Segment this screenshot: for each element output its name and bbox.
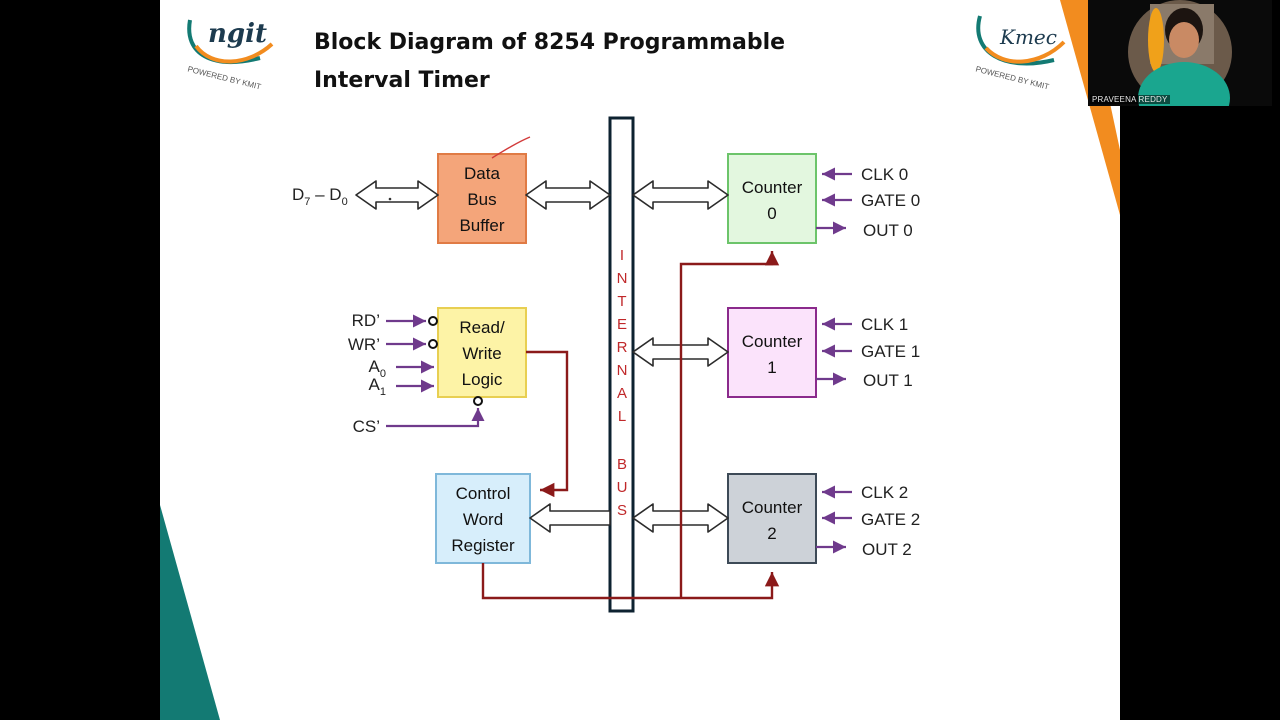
presenter-video [1128,0,1232,106]
counter-1-line-1: Counter [742,332,803,351]
cs-inversion-bubble [473,396,483,406]
control-word-register-line-2: Word [463,510,503,529]
clk1-label: CLK 1 [861,315,908,334]
data-lines-sub-high: 7 [304,196,310,208]
out2-label: OUT 2 [862,540,912,559]
internal-bus-letter: E [617,316,627,333]
bus-to-counter-0-arrow [632,180,729,210]
counter-2-line-1: Counter [742,498,803,517]
data-lines-sub-low: 0 [342,196,348,208]
data-bus-buffer-line-2: Bus [467,190,496,209]
control-word-feedback-line [481,563,780,600]
counter-0-line-1: Counter [742,178,803,197]
counter-2-label: Counter 2 [742,498,803,543]
kmec-logo: Kmec POWERED BY KMIT [975,15,1066,92]
gate1-label: GATE 1 [861,342,920,361]
data-lines-main: D [292,185,304,204]
internal-bus-letter: S [617,502,627,519]
wr-label: WR’ [348,335,380,354]
read-write-logic-line-1: Read/ [459,318,505,337]
counter-2-line-2: 2 [767,524,776,543]
data-bus-buffer-line-3: Buffer [459,216,504,235]
a0-main: A [369,357,381,376]
control-word-register-block [435,473,531,564]
a1-label: A1 [369,375,386,398]
speaker-name: PRAVEENA REDDY [1090,95,1170,104]
logo-swoosh-orange [984,40,1066,64]
logo-right-name: Kmec [999,25,1057,49]
internal-bus-letter: N [617,362,628,379]
read-write-logic-line-3: Logic [462,370,503,389]
control-word-register-line-3: Register [451,536,515,555]
counter-1-line-2: 1 [767,358,776,377]
data-lines-separator: – D [310,185,341,204]
internal-bus-letter: B [617,456,627,473]
internal-bus-letter: U [617,479,628,496]
internal-bus [608,116,635,613]
webcam-tile[interactable]: PRAVEENA REDDY [1088,0,1272,106]
ngit-logo: ngit POWERED BY KMIT [187,19,274,92]
pen-dot [388,197,392,201]
internal-bus-letter: R [617,339,628,356]
internal-bus-letter: T [617,293,626,310]
out0-label: OUT 0 [863,221,913,240]
data-bus-buffer-block [437,153,527,244]
control-word-register-label: Control Word Register [451,484,515,555]
out1-label: OUT 1 [863,371,913,390]
data-lines-label: D7 – D0 [292,185,348,208]
a0-label: A0 [369,357,386,380]
counter-2-block [727,473,817,564]
counter-1-label: Counter 1 [742,332,803,377]
teal-corner-decoration [160,505,220,720]
counter-0-block [727,153,817,244]
cs-arrow [386,408,485,428]
a1-sub: 1 [380,386,386,398]
control-word-register-line-1: Control [456,484,511,503]
counter-0-line-2: 0 [767,204,776,223]
internal-bus-letter: I [620,247,624,264]
internal-bus-letter: A [617,385,627,402]
a0-sub: 0 [380,368,386,380]
orange-edge-decoration [1060,0,1120,215]
bus-to-control-word-arrow [529,503,611,533]
pen-annotation [491,136,531,159]
rw-to-control-word-line [526,350,569,498]
gate2-label: GATE 2 [861,510,920,529]
rd-inversion-bubble [428,316,438,326]
clk0-label: CLK 0 [861,165,908,184]
a1-main: A [369,375,381,394]
cs-label: CS’ [353,417,380,436]
data-bus-buffer-line-1: Data [464,164,500,183]
gate0-label: GATE 0 [861,191,920,210]
counter-0-control-line [679,250,780,598]
wr-inversion-bubble [428,339,438,349]
logo-swoosh-orange [194,42,274,64]
slide: ngit POWERED BY KMIT Block Diagram of 82… [160,0,1120,720]
page-title: Block Diagram of 8254 Programmable Inter… [314,30,786,93]
counter-1-block [727,307,817,398]
internal-bus-letter: L [618,408,626,425]
clk2-label: CLK 2 [861,483,908,502]
data-input-bus-arrow [355,180,439,210]
read-write-logic-line-2: Write [462,344,501,363]
internal-bus-letter: N [617,270,628,287]
garland-left [1148,8,1164,72]
counter-0-label: Counter 0 [742,178,803,223]
slide-decoration [160,0,1120,720]
data-bus-buffer-label: Data Bus Buffer [459,164,504,235]
presenter-face [1169,22,1199,58]
read-write-logic-label: Read/ Write Logic [459,318,505,389]
rd-label: RD’ [352,311,380,330]
buffer-to-bus-arrow [525,180,611,210]
logo-left-name: ngit [208,19,267,49]
